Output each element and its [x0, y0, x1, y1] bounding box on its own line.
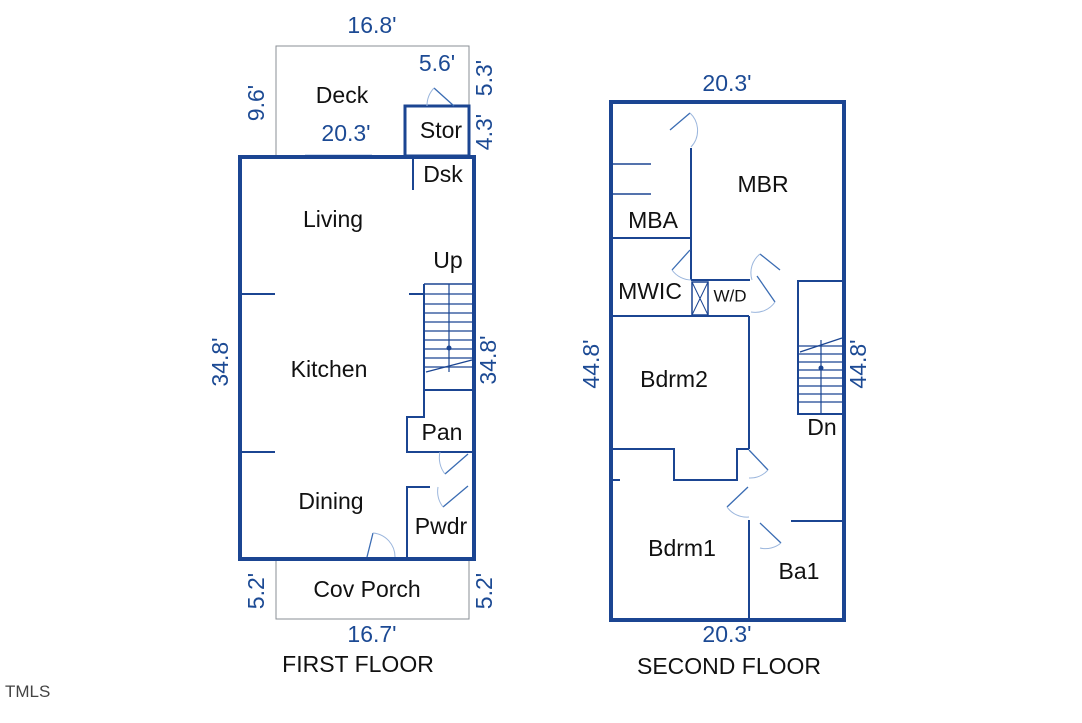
mls-watermark: TMLS	[5, 682, 50, 701]
second-floor-plan: MBR MBA MWIC W/D Bdrm2 Dn Bdrm1 Ba1 20.3…	[578, 70, 871, 679]
room-label-mwic: MWIC	[618, 278, 682, 304]
second-floor-exterior-walls	[609, 100, 846, 622]
room-label-pwdr: Pwdr	[415, 513, 468, 539]
dim-stor-door: 5.6'	[419, 50, 455, 76]
second-floor-title: SECOND FLOOR	[637, 653, 821, 679]
pantry-walls	[406, 390, 474, 453]
room-label-dsk: Dsk	[423, 161, 463, 187]
powder-door-swing	[437, 486, 444, 508]
ba1-door	[759, 522, 782, 544]
mwic-door	[671, 249, 691, 271]
washer-dryer-cross	[691, 281, 709, 316]
deck-outline	[275, 45, 470, 157]
bdrm1-walls	[611, 479, 750, 620]
dim-porch-width: 16.7'	[347, 621, 396, 647]
room-label-mbr: MBR	[737, 171, 788, 197]
dim-second-depth-right: 44.8'	[845, 339, 871, 388]
first-floor-stairs	[423, 283, 474, 391]
stairs-label-dn: Dn	[807, 414, 836, 440]
pantry-door	[444, 453, 469, 475]
room-label-ba1: Ba1	[779, 558, 820, 584]
pantry-door-swing	[438, 451, 446, 475]
ba1-door-swing	[759, 542, 782, 550]
room-label-dining: Dining	[298, 488, 363, 514]
room-label-living: Living	[303, 206, 363, 232]
dim-second-width-bottom: 20.3'	[702, 621, 751, 647]
room-label-deck: Deck	[316, 82, 369, 108]
mbr-door	[759, 253, 781, 271]
bdrm1-door-swing	[726, 506, 750, 518]
wd-door	[756, 275, 776, 303]
room-label-bdrm1: Bdrm1	[648, 535, 716, 561]
second-floor-stairs	[797, 280, 844, 415]
mwic-walls	[611, 279, 750, 317]
dim-stor-right-top: 5.3'	[471, 60, 497, 96]
powder-walls	[406, 486, 430, 559]
mba-door	[669, 112, 691, 131]
washer-dryer-box	[691, 281, 709, 316]
dim-porch-depth-left: 5.2'	[243, 573, 269, 609]
first-floor-plan: Deck Stor Dsk Living Up Kitchen Pan Dini…	[207, 12, 501, 677]
first-floor-title: FIRST FLOOR	[282, 651, 434, 677]
dim-house-width-top: 20.3'	[321, 120, 370, 146]
mbr-door-swing	[750, 253, 761, 281]
front-door-swing	[372, 532, 396, 558]
room-label-cov-porch: Cov Porch	[313, 576, 420, 602]
room-label-bdrm2: Bdrm2	[640, 366, 708, 392]
storage-door	[433, 87, 455, 107]
dim-porch-depth-right: 5.2'	[471, 573, 497, 609]
storage-door-swing	[426, 87, 435, 107]
dim-house-depth-left: 34.8'	[207, 337, 233, 386]
room-label-kitchen: Kitchen	[291, 356, 368, 382]
mba-walls	[611, 148, 692, 280]
porch-outline	[275, 561, 470, 620]
dim-second-width-top: 20.3'	[702, 70, 751, 96]
mwic-door-swing	[671, 269, 693, 281]
bdrm2-walls	[611, 316, 750, 481]
dim-second-depth-left: 44.8'	[578, 339, 604, 388]
mba-shelves	[611, 163, 651, 195]
bdrm1-door	[726, 486, 749, 508]
powder-door	[442, 485, 469, 508]
bdrm2-door	[748, 449, 769, 471]
room-label-mba: MBA	[628, 207, 679, 233]
mba-door-swing	[689, 112, 699, 148]
dim-house-depth-right: 34.8'	[475, 335, 501, 384]
dim-deck-depth: 9.6'	[243, 85, 269, 121]
bdrm2-door-swing	[748, 469, 769, 479]
room-label-stor: Stor	[420, 117, 463, 143]
front-door	[366, 532, 374, 558]
room-label-wd: W/D	[713, 286, 746, 305]
wd-door-swing	[750, 301, 776, 313]
dim-deck-width: 16.8'	[347, 12, 396, 38]
stairs-label-up: Up	[433, 247, 462, 273]
room-label-pan: Pan	[422, 419, 463, 445]
dim-stor-right-bottom: 4.3'	[471, 114, 497, 150]
